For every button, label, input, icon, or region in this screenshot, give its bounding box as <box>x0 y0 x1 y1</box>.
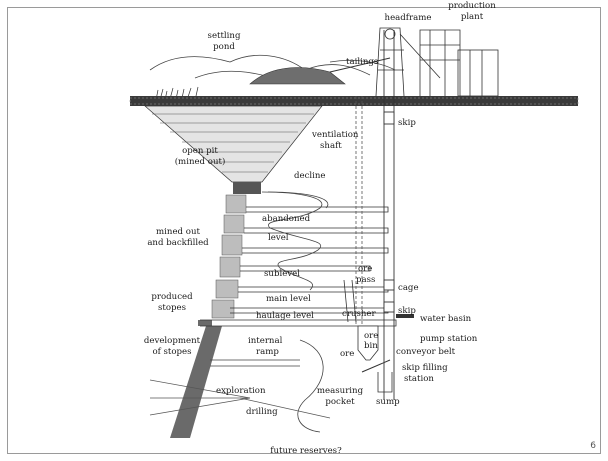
stopes <box>212 195 246 318</box>
label-open-pit: open pit <box>182 146 218 156</box>
label-ventilation-shaft: ventilation <box>311 130 359 140</box>
svg-text:ramp: ramp <box>256 347 279 357</box>
conveyor-belt-line <box>362 360 390 372</box>
label-haulage-level: haulage level <box>256 311 314 321</box>
svg-text:stopes: stopes <box>158 303 186 313</box>
label-crusher: crusher <box>342 309 376 319</box>
label-ore-bin: ore <box>364 331 378 341</box>
tailings-pile <box>250 68 345 84</box>
svg-text:pass: pass <box>356 275 375 285</box>
label-tailings: tailings <box>346 57 378 67</box>
label-sump: sump <box>376 397 400 407</box>
label-future-reserves: future reserves? <box>270 446 342 456</box>
main-shaft <box>384 30 394 400</box>
ground-surface <box>130 96 578 106</box>
label-exploration: exploration <box>216 386 266 396</box>
label-ore-pass: ore <box>358 264 372 274</box>
label-skip-top: skip <box>398 118 416 128</box>
label-development-of-stopes: development <box>144 336 201 346</box>
production-plant-building <box>420 30 498 96</box>
label-cage: cage <box>398 283 419 293</box>
svg-text:plant: plant <box>461 12 484 22</box>
label-skip-low: skip <box>398 306 416 316</box>
page-number: 6 <box>590 441 596 451</box>
label-production-plant: production <box>448 1 496 11</box>
sump-structure <box>378 372 392 392</box>
label-main-level: main level <box>266 294 311 304</box>
label-settling-pond: settling <box>208 31 241 41</box>
svg-text:bin: bin <box>364 341 378 351</box>
label-mined-out: mined out <box>156 227 200 237</box>
label-water-basin: water basin <box>420 314 472 324</box>
label-produced-stopes: produced <box>151 292 193 302</box>
svg-text:shaft: shaft <box>320 141 342 151</box>
label-skip-filling-station: skip filling <box>402 363 448 373</box>
label-pump-station: pump station <box>420 334 478 344</box>
svg-text:(mined out): (mined out) <box>175 156 226 167</box>
label-internal-ramp: internal <box>248 336 283 346</box>
label-drilling: drilling <box>246 407 278 417</box>
label-conveyor-belt: conveyor belt <box>396 347 456 357</box>
label-decline: decline <box>294 171 326 181</box>
label-headframe: headframe <box>385 13 432 23</box>
label-measuring-pocket: measuring <box>317 386 364 396</box>
svg-text:pond: pond <box>213 42 235 52</box>
svg-text:station: station <box>404 374 434 384</box>
svg-text:and backfilled: and backfilled <box>147 238 209 248</box>
svg-text:pocket: pocket <box>325 397 355 407</box>
label-sublevel: sublevel <box>264 269 300 279</box>
svg-text:of stopes: of stopes <box>152 347 191 357</box>
label-level: level <box>268 233 289 243</box>
label-abandoned: abandoned <box>262 214 311 224</box>
label-ore: ore <box>340 349 354 359</box>
